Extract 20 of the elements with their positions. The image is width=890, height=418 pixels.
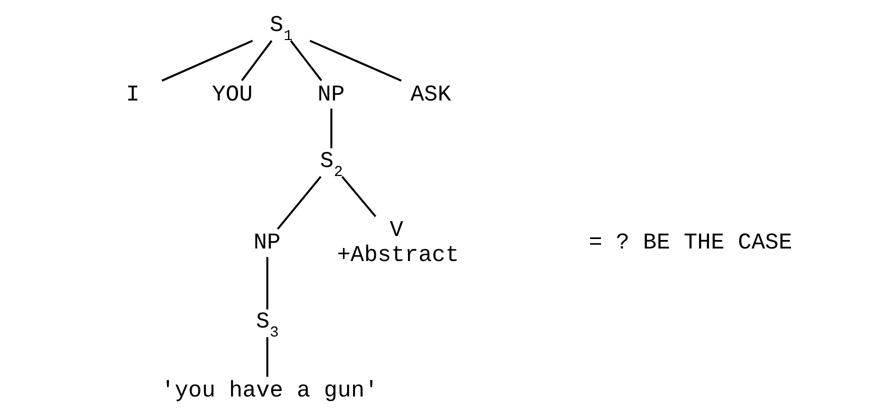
- node-text: ASK: [410, 81, 452, 108]
- node-text: V +Abstract: [337, 216, 460, 268]
- connector: [330, 108, 332, 148]
- connector: [290, 40, 322, 82]
- node-text: NP: [318, 81, 345, 108]
- node-text: 'you have a gun': [161, 378, 378, 404]
- connector: [310, 40, 402, 82]
- node-text: S$_{3}$: [256, 308, 279, 342]
- connector: [276, 176, 322, 230]
- node-text: NP: [253, 229, 281, 256]
- connector: [162, 40, 253, 82]
- connector: [341, 176, 376, 218]
- node-text: I: [126, 81, 140, 108]
- connector: [266, 257, 268, 310]
- node-text: YOU: [212, 81, 253, 108]
- label: = ? BE THE CASE: [588, 229, 792, 256]
- connector: [266, 337, 268, 377]
- connector: [241, 40, 272, 82]
- node-text: S$_{1}$: [270, 12, 293, 46]
- node-text: S$_{2}$: [320, 148, 343, 181]
